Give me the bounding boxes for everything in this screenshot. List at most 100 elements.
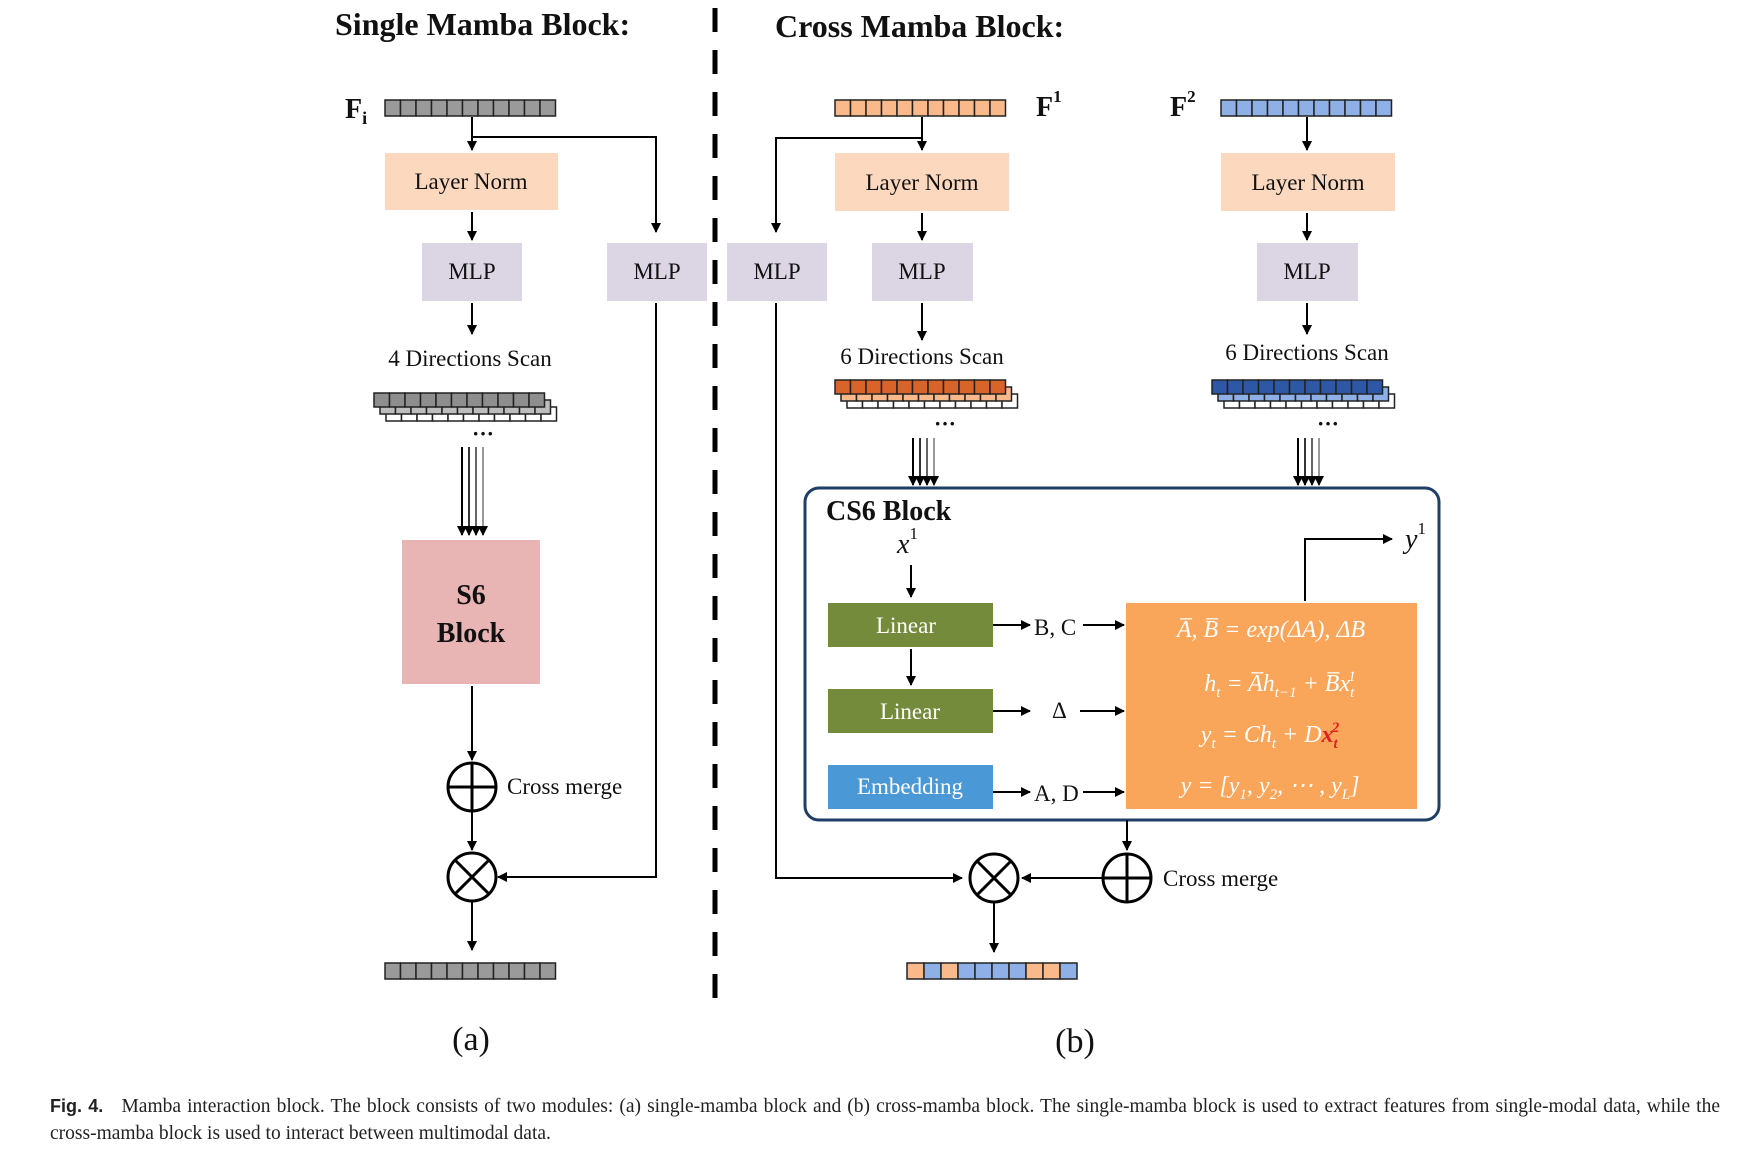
single-scan-layer0-cell — [419, 392, 437, 408]
f2-scan-layer0-cell — [1304, 379, 1322, 395]
figure-caption: Fig. 4. Mamba interaction block. The blo… — [50, 1093, 1720, 1147]
single-cross-merge-label: Cross merge — [507, 774, 622, 799]
single-scan-layer0-cell — [373, 392, 391, 408]
f1-scan-layer0-cell — [834, 379, 852, 395]
panel-label-b: (b) — [1055, 1023, 1095, 1060]
f2-token-cell — [1313, 99, 1331, 117]
single-output-token-cell — [399, 962, 417, 980]
f2-scan-layer0-cell — [1211, 379, 1229, 395]
single-side-mlp-box — [607, 243, 707, 301]
cross-mlp-1-label: MLP — [898, 259, 945, 284]
f1-token-cell — [849, 99, 867, 117]
equation-output: yt = Cht + Dxt2 — [1199, 720, 1340, 752]
cross-output-tokens — [906, 962, 1078, 980]
f1-token-cell — [911, 99, 929, 117]
single-input-tokens — [384, 99, 557, 117]
single-output-token-cell — [430, 962, 448, 980]
single-output-token-cell — [477, 962, 495, 980]
equation-sequence: y = [y1, y2, ⋯ , yL] — [1179, 773, 1360, 803]
single-output-token-cell — [508, 962, 526, 980]
cross-multiply — [968, 852, 1020, 904]
f1-token-cell — [958, 99, 976, 117]
single-layer-norm-label: Layer Norm — [414, 169, 527, 194]
single-input-token-cell — [399, 99, 417, 117]
single-input-token-cell — [539, 99, 557, 117]
embedding-box — [828, 765, 993, 809]
single-scan-layer0-cell — [481, 392, 499, 408]
cs6-x-input-label: x1 — [896, 524, 918, 560]
cross-mamba-heading: Cross Mamba Block: — [775, 8, 1064, 44]
cross-output-token-cell — [906, 962, 925, 980]
single-cross-merge-plus — [446, 761, 498, 813]
linear-2-label: Linear — [880, 699, 940, 724]
f1-scan-layer0-cell — [880, 379, 898, 395]
cross-scan-2-label: 6 Directions Scan — [1225, 340, 1389, 365]
single-output-token-cell — [492, 962, 510, 980]
f2-scan-layer0-cell — [1350, 379, 1368, 395]
cross-merge-plus — [1101, 852, 1153, 904]
single-input-token-cell — [415, 99, 433, 117]
f2-scan-layer0-cell — [1242, 379, 1260, 395]
cross-mlp-2-label: MLP — [1283, 259, 1330, 284]
cross-merge-label: Cross merge — [1163, 866, 1278, 891]
f1-ellipsis: ··· — [934, 411, 956, 436]
cross-mlp-1-box — [872, 243, 973, 301]
f2-input-tokens — [1220, 99, 1393, 117]
f2-token-cell — [1359, 99, 1377, 117]
f1-token-cell — [880, 99, 898, 117]
cross-scan-1-label: 6 Directions Scan — [840, 344, 1004, 369]
single-scan-layer0-cell — [450, 392, 468, 408]
f1-scan-layer0-cell — [973, 379, 991, 395]
f1-scan-layer0-cell — [989, 379, 1007, 395]
f2-ellipsis: ··· — [1317, 411, 1339, 436]
bc-label: B, C — [1034, 615, 1076, 640]
single-output-token-cell — [415, 962, 433, 980]
cross-output-token-cell — [974, 962, 993, 980]
cs6-block-title: CS6 Block — [826, 496, 952, 527]
f2-scan-layer0-cell — [1288, 379, 1306, 395]
cross-layer-norm-2-label: Layer Norm — [1251, 170, 1364, 195]
f1-scan-sequences — [834, 379, 1019, 409]
f2-token-cell — [1375, 99, 1393, 117]
linear-1-box — [828, 603, 993, 647]
f2-scan-layer0-cell — [1273, 379, 1291, 395]
f2-token-cell — [1251, 99, 1269, 117]
f1-token-cell — [942, 99, 960, 117]
f1-token-cell — [927, 99, 945, 117]
single-scan-layer0-cell — [497, 392, 515, 408]
f2-token-cell — [1344, 99, 1362, 117]
single-mlp-box — [422, 243, 522, 301]
f2-scan-layer0-cell — [1226, 379, 1244, 395]
f1-scan-layer0-cell — [942, 379, 960, 395]
single-scan-layer0-cell — [512, 392, 530, 408]
figure-caption-label: Fig. 4. — [50, 1096, 104, 1116]
single-output-tokens — [384, 962, 557, 980]
cross-mlp-2-box — [1257, 243, 1358, 301]
single-input-token-cell — [384, 99, 402, 117]
f2-scan-arrows — [1293, 438, 1324, 486]
single-input-token-cell — [523, 99, 541, 117]
cs6-y-output-label: y1 — [1402, 519, 1426, 555]
single-output-token-cell — [384, 962, 402, 980]
s6-block-label-line2: Block — [437, 618, 506, 649]
cross-output-token-cell — [940, 962, 959, 980]
f1-scan-layer0-cell — [958, 379, 976, 395]
single-output-token-cell — [461, 962, 479, 980]
cross-layer-norm-1-box — [835, 153, 1009, 211]
single-input-token-cell — [477, 99, 495, 117]
single-mlp-label: MLP — [448, 259, 495, 284]
cross-layer-norm-2-box — [1221, 153, 1395, 211]
f1-scan-layer0-cell — [927, 379, 945, 395]
f1-scan-layer0-cell — [865, 379, 883, 395]
ad-label: A, D — [1034, 781, 1079, 806]
single-layer-norm-box — [385, 153, 558, 210]
f1-scan-layer0-cell — [896, 379, 914, 395]
single-scan-arrows — [457, 447, 488, 536]
s6-block-label-line1: S6 — [456, 580, 486, 611]
single-input-token-cell — [492, 99, 510, 117]
single-input-token-cell — [446, 99, 464, 117]
single-mamba-heading: Single Mamba Block: — [335, 6, 630, 42]
f2-token-cell — [1266, 99, 1284, 117]
single-output-token-cell — [446, 962, 464, 980]
